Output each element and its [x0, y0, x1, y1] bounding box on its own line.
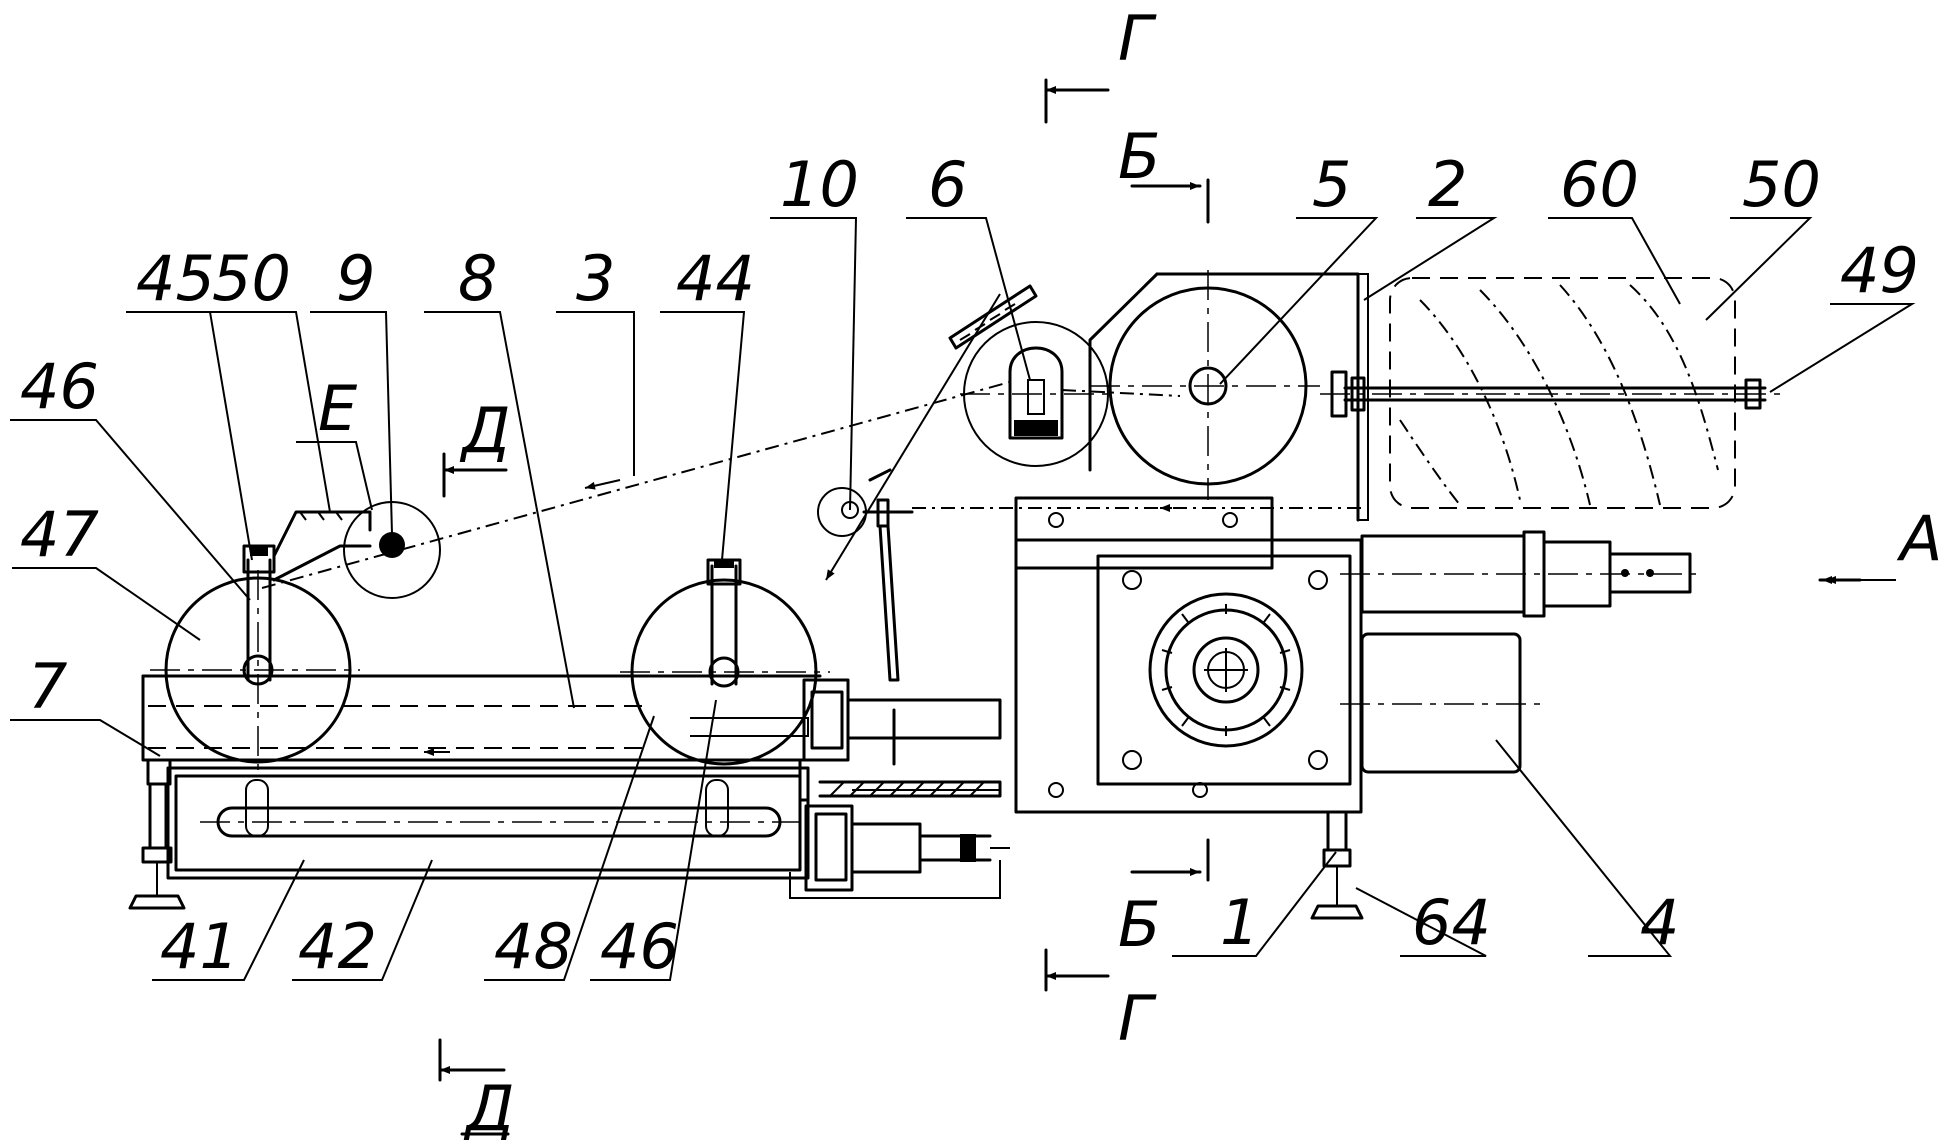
section-label-g-bottom: Г — [1118, 982, 1157, 1055]
callout-3: 3 — [576, 242, 615, 315]
section-label-e: Е — [318, 372, 358, 445]
callout-1: 1 — [1220, 886, 1259, 959]
callout-47: 48 — [494, 910, 573, 983]
callout-61: 50 — [1742, 148, 1821, 221]
section-label-d-top: Д — [459, 394, 510, 467]
section-label-b-bottom: Б — [1118, 888, 1161, 961]
roller-10 — [817, 468, 914, 682]
callout-6: 6 — [928, 148, 967, 221]
roller-6 — [960, 321, 1110, 467]
callout-62: 60 — [1560, 148, 1639, 221]
callout-42: 42 — [298, 910, 377, 983]
callout-5: 5 — [1312, 148, 1351, 221]
callout-7: 7 — [28, 650, 67, 723]
pulley-5 — [1090, 270, 1320, 500]
main-housing — [1014, 272, 1369, 920]
callout-10: 10 — [780, 148, 859, 221]
motor — [1340, 530, 1700, 774]
roller-47 — [620, 558, 830, 766]
thread-path — [261, 293, 1362, 756]
callout-60: 49 — [1840, 234, 1919, 307]
callouts: 10 6 5 2 60 50 49 45 50 9 8 3 44 — [10, 148, 1919, 983]
callout-41: 41 — [160, 910, 239, 983]
callout-4: 4 — [1640, 886, 1679, 959]
callout-64: 64 — [1412, 886, 1491, 959]
callout-44: 44 — [676, 242, 755, 315]
callout-2: 2 — [1428, 148, 1467, 221]
callout-49: 47 — [20, 498, 99, 571]
section-label-b-top: Б — [1118, 120, 1161, 193]
callout-8: 8 — [458, 242, 497, 315]
callout-45: 45 — [136, 242, 215, 315]
section-label-d-bottom: Д — [463, 1072, 514, 1144]
section-marks: Г Г Б Б Д Д Е А — [296, 2, 1942, 1144]
guide-plate — [948, 284, 1038, 350]
cartridge — [1320, 277, 1785, 509]
callout-50: 50 — [212, 242, 291, 315]
callout-48: 46 — [20, 350, 99, 423]
callout-46: 46 — [600, 910, 679, 983]
callout-9: 9 — [336, 242, 375, 315]
roller-49 — [150, 510, 372, 770]
section-label-a: А — [1896, 502, 1942, 575]
trough — [128, 674, 1010, 910]
section-label-g-top: Г — [1118, 2, 1157, 75]
